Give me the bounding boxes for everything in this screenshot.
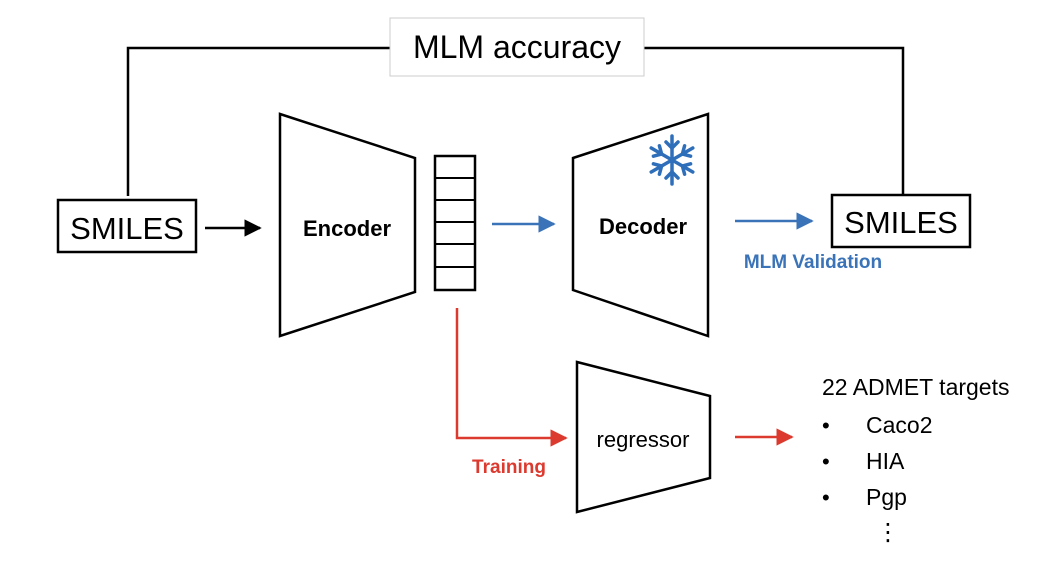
metric-label: MLM accuracy bbox=[413, 29, 621, 65]
target-item: Caco2 bbox=[866, 412, 932, 438]
validation-label: MLM Validation bbox=[744, 252, 882, 273]
input-smiles-box bbox=[56, 198, 198, 254]
input-smiles-label: SMILES bbox=[70, 211, 184, 246]
latent-vector bbox=[433, 154, 477, 292]
targets-ellipsis: ⋮ bbox=[876, 519, 900, 546]
metric-label-box bbox=[389, 17, 645, 77]
target-bullet: • bbox=[822, 485, 830, 510]
decoder-label: Decoder bbox=[599, 214, 687, 239]
encoder-label: Encoder bbox=[303, 216, 391, 241]
target-item: HIA bbox=[866, 448, 905, 474]
training-label: Training bbox=[472, 457, 546, 478]
output-smiles-label: SMILES bbox=[844, 205, 958, 240]
output-smiles-box bbox=[830, 193, 972, 249]
regressor-block bbox=[575, 360, 712, 514]
target-item: Pgp bbox=[866, 484, 907, 510]
encoder-block bbox=[278, 112, 417, 338]
latent-to-regressor-arrow bbox=[455, 308, 568, 447]
target-bullet: • bbox=[822, 413, 830, 438]
regressor-label: regressor bbox=[597, 427, 690, 452]
targets-title: 22 ADMET targets bbox=[822, 374, 1010, 400]
decoder-block bbox=[571, 112, 710, 338]
snowflake-icon bbox=[649, 134, 695, 186]
target-bullet: • bbox=[822, 449, 830, 474]
